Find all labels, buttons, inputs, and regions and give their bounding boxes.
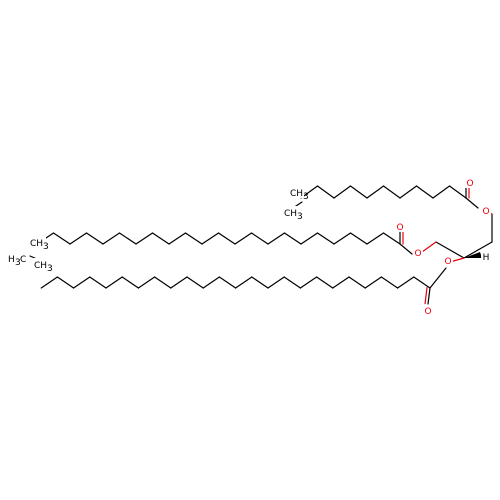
bottom-chain-bond [364, 276, 382, 289]
backbone-bond [463, 241, 493, 259]
bottom-chain-bond [137, 276, 156, 289]
top-chain-bond [432, 185, 451, 199]
middle-chain-bond [85, 232, 104, 245]
bottom-methyl-h: H [8, 255, 15, 265]
ester-o-bond [421, 241, 437, 253]
middle-chain-bond [184, 232, 203, 245]
carbonyl-oxygen-top: O [466, 179, 473, 189]
ethyl-methyl-label: CH [34, 261, 47, 271]
top-chain-bond [382, 185, 401, 199]
bottom-chain-bond [316, 276, 334, 289]
backbone-bond [435, 241, 465, 259]
middle-chain-bond [316, 232, 335, 245]
top-methyl-label-b: CH [284, 209, 297, 219]
middle-chain-bond [234, 232, 253, 245]
bottom-chain-bond [235, 276, 253, 289]
bottom-chain-bond [218, 276, 237, 289]
middle-chain-bond [333, 232, 352, 245]
top-chain-bond [333, 185, 352, 199]
ester-bond [399, 243, 413, 255]
carbonyl-oxygen-middle: O [396, 223, 403, 233]
middle-chain-bond [250, 232, 269, 245]
middle-chain-bond [102, 232, 121, 245]
middle-chain-bond [283, 232, 302, 245]
bottom-chain-bond [413, 276, 431, 289]
bottom-chain-bond [186, 276, 204, 289]
bottom-chain-bond [283, 276, 301, 289]
ester-bond [429, 267, 447, 289]
top-chain-bond [349, 185, 368, 199]
bond-layer [29, 185, 493, 305]
bottom-chain-bond [202, 276, 220, 289]
middle-chain-bond [217, 232, 236, 245]
label-backdrop [395, 222, 405, 232]
middle-chain-bond [382, 232, 401, 245]
carbonyl-bot-bond [424, 287, 428, 305]
top-chain-bond [448, 185, 467, 199]
label-backdrop [423, 306, 433, 316]
middle-methyl-subscript: 3 [43, 242, 49, 252]
middle-chain-bond [349, 232, 368, 245]
bottom-chain-bond [170, 276, 188, 289]
middle-chain-bond [366, 232, 385, 245]
ester-oxygen-middle: O [414, 249, 421, 259]
ester-oxygen-bottom: O [444, 257, 451, 267]
middle-chain-bond [300, 232, 319, 245]
middle-chain-bond [151, 232, 170, 245]
bottom-chain-bond [121, 276, 139, 289]
ester-oxygen-top: O [482, 207, 489, 217]
bottom-chain-bond [380, 276, 399, 289]
middle-chain-bond [52, 232, 71, 245]
middle-chain-bond [267, 232, 286, 245]
bottom-chain-bond [105, 276, 123, 289]
bottom-chain-bond [154, 276, 172, 289]
bottom-chain-bond [299, 276, 318, 289]
bottom-chain-bond [348, 276, 366, 289]
stereo-hydrogen: H [483, 253, 490, 263]
top-chain-bond [415, 185, 434, 199]
middle-chain-bond [135, 232, 154, 245]
bottom-chain-bond [397, 276, 415, 289]
label-backdrop [443, 256, 453, 266]
bottom-chain-bond [72, 276, 91, 289]
label-backdrop [481, 206, 491, 216]
carbonyl-oxygen-bottom: O [424, 307, 431, 317]
label-backdrop [413, 248, 423, 258]
bottom-methyl-c: C [20, 255, 26, 265]
middle-chain-bond [118, 232, 137, 245]
label-backdrop [465, 178, 475, 188]
carbonyl-bot-bond [427, 287, 431, 305]
top-chain-bond [366, 185, 385, 199]
bottom-chain-bond [251, 276, 269, 289]
bottom-chain-bond [89, 276, 107, 289]
top-chain-bond [399, 185, 418, 199]
middle-chain-bond [168, 232, 187, 245]
bottom-chain-bond [332, 276, 350, 289]
middle-chain-bond [69, 232, 88, 245]
bottom-methyl-subscript: 3 [15, 258, 21, 268]
top-methyl-subscript-a: 3 [303, 192, 309, 202]
middle-chain-bond [201, 232, 220, 245]
label-backdrop [286, 186, 304, 198]
stereo-wedge [464, 252, 482, 258]
middle-methyl-label: CH [30, 239, 43, 249]
top-chain-bond [316, 185, 335, 199]
bottom-chain-bond [267, 276, 285, 289]
top-methyl-label-a: CH [290, 189, 303, 199]
ethyl-methyl-subscript: 3 [47, 264, 53, 274]
bottom-chain-bond [56, 276, 75, 289]
label-backdrop [6, 250, 28, 262]
label-backdrop [280, 206, 298, 218]
label-backdrop [481, 252, 491, 262]
label-backdrop [30, 258, 48, 270]
bottom-chain-bond [40, 276, 59, 289]
top-methyl-subscript-b: 3 [297, 212, 303, 222]
ester-bond [465, 197, 479, 209]
label-backdrop [26, 236, 46, 248]
